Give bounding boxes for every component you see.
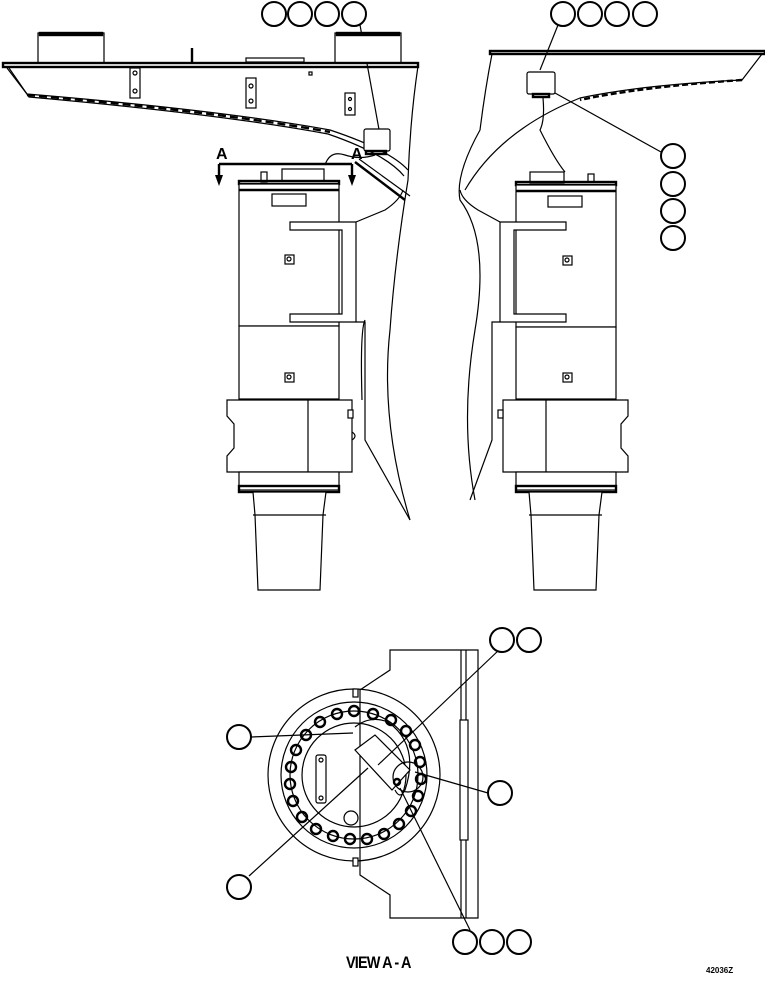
callout-section-left-lower	[226, 874, 252, 900]
callout-group-right-vertical	[660, 143, 686, 251]
callout-section-right-middle	[487, 780, 513, 806]
section-view-a-a	[226, 627, 542, 955]
callout-group-section-bottom	[452, 929, 532, 955]
drawing-id: 42036Z	[706, 966, 734, 975]
callout-group-section-top-right	[489, 627, 542, 653]
callout-group-top-right	[550, 1, 658, 27]
callout-group-top-left	[261, 1, 367, 27]
view-caption: VIEW A - A	[346, 953, 411, 972]
callout-section-left-upper	[226, 724, 252, 750]
left-side-view	[1, 1, 420, 591]
section-marker-right: A	[351, 146, 363, 163]
right-side-view	[458, 1, 765, 591]
section-marker-left: A	[216, 146, 228, 163]
